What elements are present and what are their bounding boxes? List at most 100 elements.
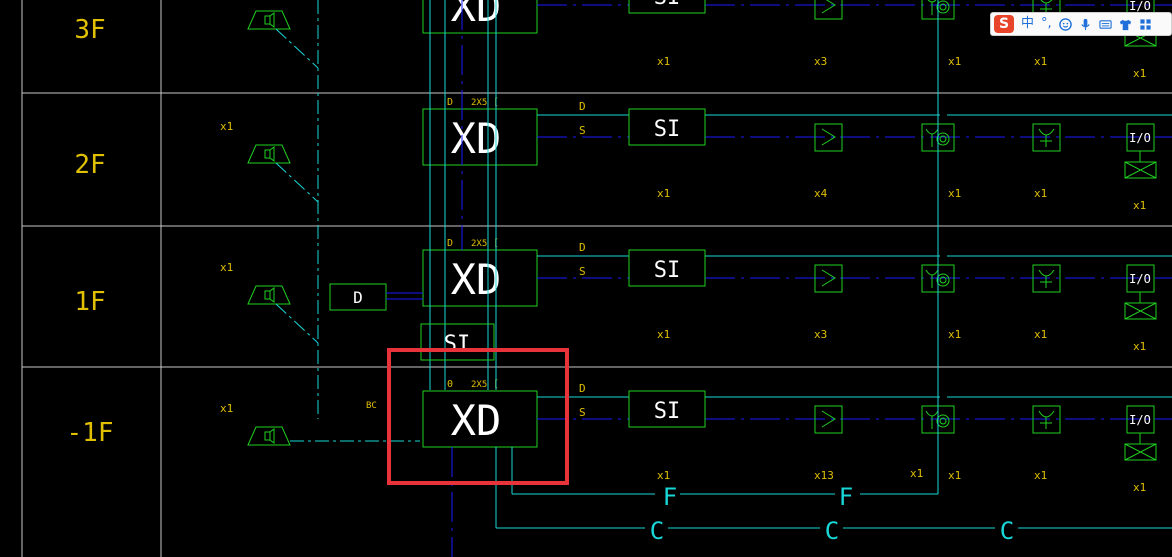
line-d-label: D xyxy=(579,241,586,254)
valve-arm-icon xyxy=(925,269,939,288)
emoji-icon[interactable] xyxy=(1058,17,1072,31)
si-box-label: SI xyxy=(654,399,681,424)
si-box xyxy=(628,249,706,287)
outlet-qty-label: x1 xyxy=(1034,187,1047,200)
si-qty-label: x1 xyxy=(657,328,670,341)
valve-circle-icon xyxy=(936,414,950,428)
microphone-icon[interactable] xyxy=(1079,18,1092,31)
si-box xyxy=(628,0,706,14)
switch-box xyxy=(814,0,843,20)
switch-box xyxy=(814,405,843,434)
speaker-icon xyxy=(247,10,291,30)
io-qty-label: x1 xyxy=(1133,199,1146,212)
speaker-lead-line xyxy=(275,303,319,344)
speaker-lead-line xyxy=(275,162,319,203)
xd-box-label: XD xyxy=(451,255,502,304)
drawing-grid xyxy=(21,0,1172,557)
trunk-lines: D SI BC xyxy=(317,0,939,557)
ime-toolbar[interactable]: S 中 °, xyxy=(990,12,1172,36)
toolbox-icon[interactable] xyxy=(1139,18,1152,31)
si-qty-label: x1 xyxy=(657,469,670,482)
extra-qty-label: x1 xyxy=(910,467,923,480)
speaker-lead-line xyxy=(275,28,319,69)
switch-qty-label: x13 xyxy=(814,469,834,482)
keyboard-icon[interactable] xyxy=(1099,18,1112,31)
io-qty-label: x1 xyxy=(1133,481,1146,494)
switch-symbol-icon xyxy=(821,410,836,428)
floor-label: 2F xyxy=(74,150,105,180)
switch-symbol-icon xyxy=(821,269,836,287)
valve-circle-icon xyxy=(936,132,950,146)
d-box xyxy=(329,283,387,311)
switch-box xyxy=(814,123,843,152)
valve-circle-icon xyxy=(936,273,950,287)
floor-label: -1F xyxy=(67,418,114,448)
si-qty-label: x1 xyxy=(657,187,670,200)
bc-label: BC xyxy=(366,401,377,411)
skin-shirt-icon[interactable] xyxy=(1119,18,1132,31)
sogou-logo-icon[interactable]: S xyxy=(994,15,1014,33)
io-box-label: I/O xyxy=(1129,0,1151,13)
cross-box-icon xyxy=(1124,161,1157,179)
outlet-symbol-icon xyxy=(1038,128,1055,147)
speaker-cone-icon xyxy=(264,287,275,303)
speaker-icon xyxy=(247,144,291,164)
xd-pin-label: D xyxy=(447,238,453,249)
valve-qty-label: x1 xyxy=(948,328,961,341)
d-box-label: D xyxy=(353,288,363,307)
switch-box xyxy=(814,264,843,293)
ime-punctuation-toggle[interactable]: °, xyxy=(1041,16,1052,31)
outlet-qty-label: x1 xyxy=(1034,469,1047,482)
valve-arm-icon xyxy=(925,128,939,147)
outlet-qty-label: x1 xyxy=(1034,328,1047,341)
valve-qty-label: x1 xyxy=(948,187,961,200)
speaker-qty-label: x1 xyxy=(220,0,233,1)
floor-label: 1F xyxy=(74,287,105,317)
speaker-qty-label: x1 xyxy=(220,120,233,133)
line-d-label: D xyxy=(579,100,586,113)
valve-qty-label: x1 xyxy=(948,469,961,482)
cross-box-icon xyxy=(1124,443,1157,461)
xd-box-label: XD xyxy=(451,114,502,163)
speaker-cone-icon xyxy=(264,12,275,28)
c-pipe-label: C xyxy=(650,517,664,545)
xd-box-label: XD xyxy=(451,396,502,445)
switch-qty-label: x4 xyxy=(814,187,828,200)
valve-qty-label: x1 xyxy=(948,55,961,68)
outlet-box xyxy=(1032,123,1061,152)
selection-highlight[interactable] xyxy=(387,348,569,485)
valve-inner-icon xyxy=(939,417,947,425)
line-s-label: S xyxy=(579,265,586,278)
si-box-label: SI xyxy=(654,258,681,283)
valve-inner-icon xyxy=(939,276,947,284)
switch-symbol-icon xyxy=(821,0,836,14)
outlet-symbol-icon xyxy=(1038,410,1055,429)
f-pipe-label: F xyxy=(663,483,677,511)
speaker-icon xyxy=(247,285,291,305)
si-box-label: SI xyxy=(654,0,681,10)
switch-qty-label: x3 xyxy=(814,55,827,68)
outlet-qty-label: x1 xyxy=(1034,55,1047,68)
speaker-qty-label: x1 xyxy=(220,402,233,415)
outlet-box xyxy=(1032,405,1061,434)
switch-symbol-icon xyxy=(821,128,836,146)
speaker-cone-icon xyxy=(264,428,275,444)
io-qty-label: x1 xyxy=(1133,340,1146,353)
line-s-label: S xyxy=(579,406,586,419)
io-box-label: I/O xyxy=(1129,413,1151,427)
line-s-label: S xyxy=(579,124,586,137)
xd-pin-label: 2X5 xyxy=(471,380,487,390)
speaker-cone-icon xyxy=(264,146,275,162)
io-box-label: I/O xyxy=(1129,272,1151,286)
c-pipe-label: C xyxy=(1000,517,1014,545)
outlet-symbol-icon xyxy=(1038,269,1055,288)
xd-pin-label: D xyxy=(447,97,453,108)
io-qty-label: x1 xyxy=(1133,67,1146,80)
xd-pin-label: 0 xyxy=(447,379,453,390)
switch-qty-label: x3 xyxy=(814,328,827,341)
ime-language-toggle[interactable]: 中 xyxy=(1021,16,1035,31)
si-box-riser-label: SI xyxy=(444,332,471,357)
si-box xyxy=(628,390,706,428)
